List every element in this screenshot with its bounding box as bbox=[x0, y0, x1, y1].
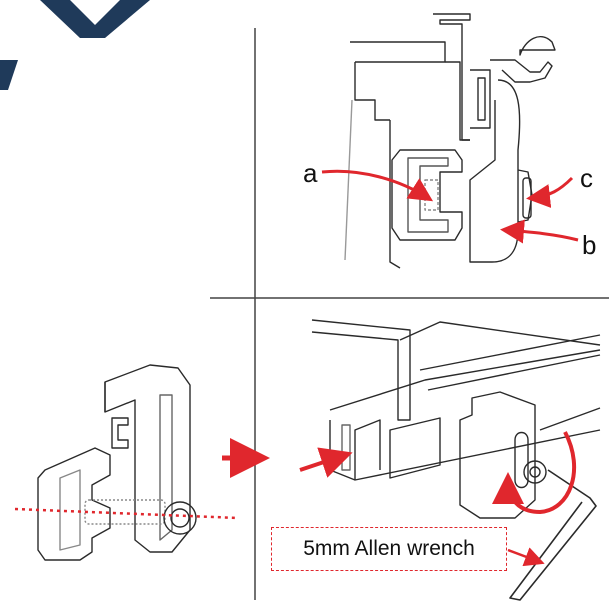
rotation-arrow bbox=[492, 431, 576, 515]
rail-installation bbox=[311, 319, 601, 601]
wrench-pointer-arrow bbox=[507, 547, 545, 567]
brand-logo-fragment bbox=[0, 0, 150, 90]
callout-label-a: a bbox=[303, 158, 318, 188]
insert-arrow bbox=[299, 447, 353, 478]
bolt-axis-line bbox=[14, 507, 239, 520]
bracket-assembly bbox=[37, 364, 197, 561]
tool-label-text: 5mm Allen wrench bbox=[303, 537, 475, 560]
panel-dividers bbox=[210, 28, 609, 600]
callout-arrow-c bbox=[526, 176, 574, 208]
callout-arrow-a bbox=[321, 169, 434, 202]
callout-label-c: c bbox=[580, 163, 593, 193]
callout-arrows bbox=[321, 169, 579, 244]
callout-label-b: b bbox=[582, 230, 597, 260]
callout-arrow-b bbox=[500, 219, 579, 244]
cross-section-detail bbox=[344, 13, 556, 269]
tool-label-box: 5mm Allen wrench bbox=[271, 527, 507, 571]
